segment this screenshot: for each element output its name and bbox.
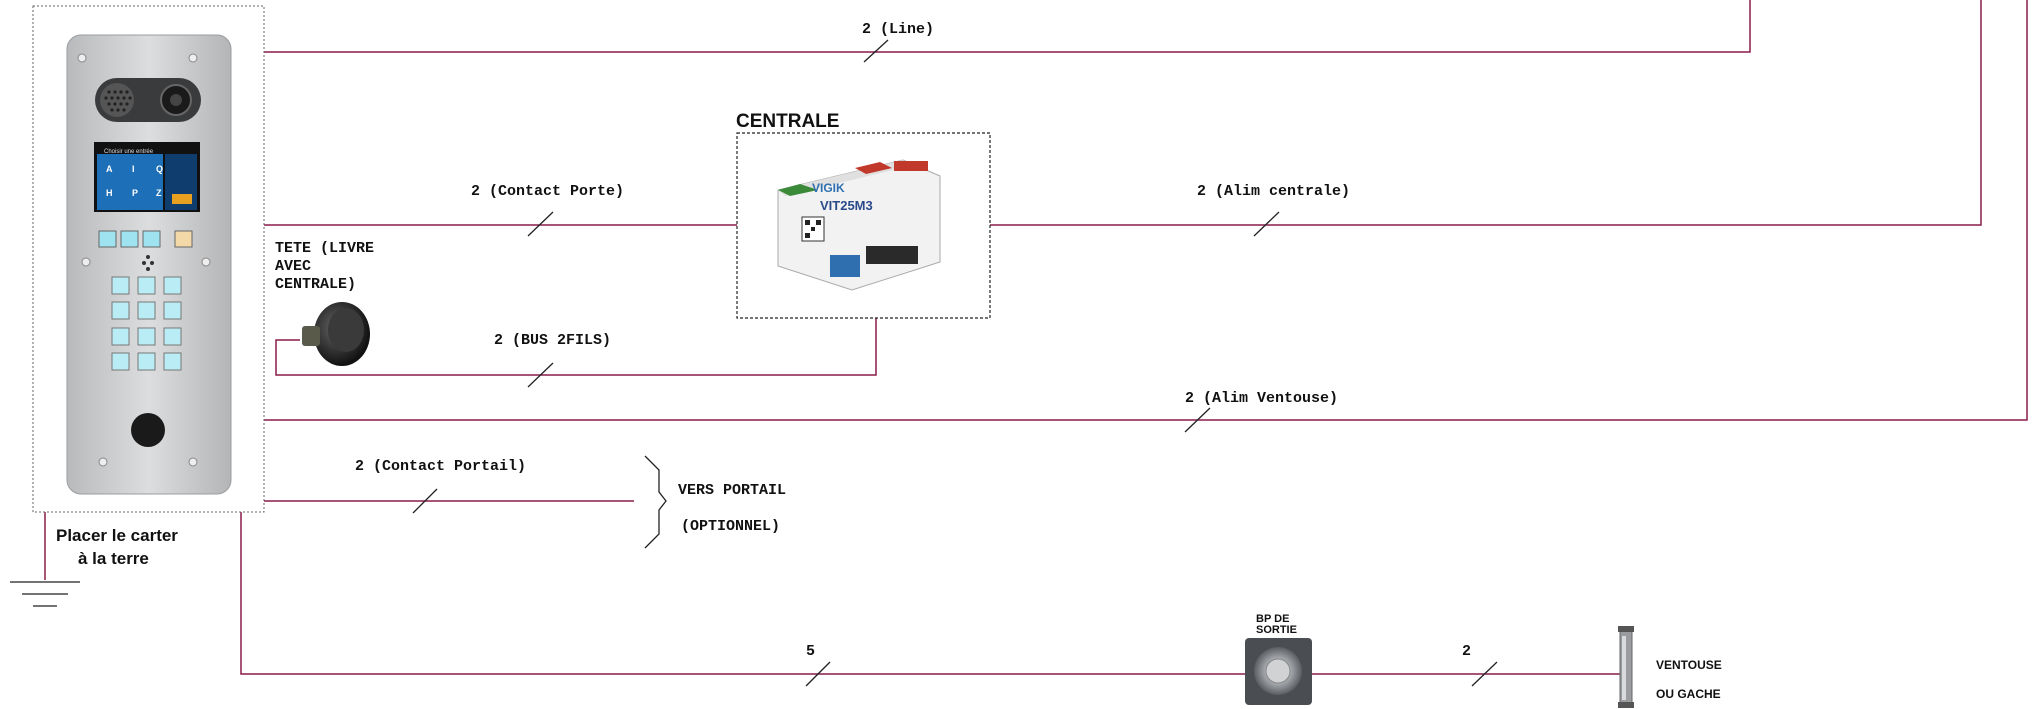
ground-wire bbox=[10, 512, 80, 607]
centrale-model: VIT25M3 bbox=[820, 198, 873, 213]
centrale-title: CENTRALE bbox=[736, 111, 839, 132]
bp-label-1: BP DE bbox=[1256, 613, 1289, 625]
portail-label-2: (OPTIONNEL) bbox=[681, 518, 780, 535]
wire-line bbox=[264, 0, 1751, 63]
wire-alim-centrale bbox=[990, 0, 1982, 237]
exit-button-icon bbox=[1245, 638, 1312, 705]
screen-letter: I bbox=[132, 164, 135, 174]
tete-reader-icon bbox=[302, 302, 370, 366]
centrale-brand: VIGIK bbox=[812, 181, 845, 195]
wire-two-ventouse bbox=[1312, 661, 1620, 687]
screen-letter: Z bbox=[156, 188, 162, 198]
tete-label-3: CENTRALE) bbox=[275, 276, 356, 293]
nav-buttons bbox=[98, 230, 193, 248]
wire-contact-porte bbox=[264, 211, 737, 237]
led-indicator bbox=[142, 255, 154, 271]
door-panel: Choisir une entrée A I Q H P Z bbox=[32, 5, 265, 513]
ventouse-label-1: VENTOUSE bbox=[1656, 658, 1722, 672]
badge-reader bbox=[131, 413, 165, 447]
wire-bus-2fils bbox=[275, 318, 877, 388]
wire-alim-ventouse bbox=[264, 0, 2028, 433]
screen-text: Choisir une entrée bbox=[104, 149, 154, 155]
portail-label-1: VERS PORTAIL bbox=[678, 482, 786, 499]
ventouse-label-2: OU GACHE bbox=[1656, 687, 1721, 701]
display-screen: Choisir une entrée A I Q H P Z bbox=[94, 142, 200, 212]
screen-letter: A bbox=[106, 164, 113, 174]
bp-label-2: SORTIE bbox=[1256, 624, 1297, 636]
ground-label-2: à la terre bbox=[78, 549, 149, 568]
label-two-ventouse: 2 bbox=[1462, 643, 1471, 660]
tete-label-1: TETE (LIVRE bbox=[275, 240, 374, 257]
screen-letter: P bbox=[132, 188, 138, 198]
ventouse-icon bbox=[1618, 626, 1634, 708]
ground-label-1: Placer le carter bbox=[56, 526, 178, 545]
tete-label-2: AVEC bbox=[275, 258, 311, 275]
label-bus-2fils: 2 (BUS 2FILS) bbox=[494, 332, 611, 349]
label-contact-portail: 2 (Contact Portail) bbox=[355, 458, 526, 475]
screen-letter: Q bbox=[156, 164, 163, 174]
wire-contact-portail bbox=[264, 488, 634, 514]
label-alim-ventouse: 2 (Alim Ventouse) bbox=[1185, 390, 1338, 407]
screen-letter: H bbox=[106, 188, 113, 198]
label-five: 5 bbox=[806, 643, 815, 660]
speaker-camera bbox=[95, 78, 201, 122]
keypad bbox=[111, 276, 182, 371]
centrale-box: VIGIK VIT25M3 bbox=[736, 132, 991, 319]
label-alim-centrale: 2 (Alim centrale) bbox=[1197, 183, 1350, 200]
wire-five bbox=[240, 512, 1245, 687]
label-contact-porte: 2 (Contact Porte) bbox=[471, 183, 624, 200]
portail-brace bbox=[644, 455, 667, 549]
label-line: 2 (Line) bbox=[862, 21, 934, 38]
